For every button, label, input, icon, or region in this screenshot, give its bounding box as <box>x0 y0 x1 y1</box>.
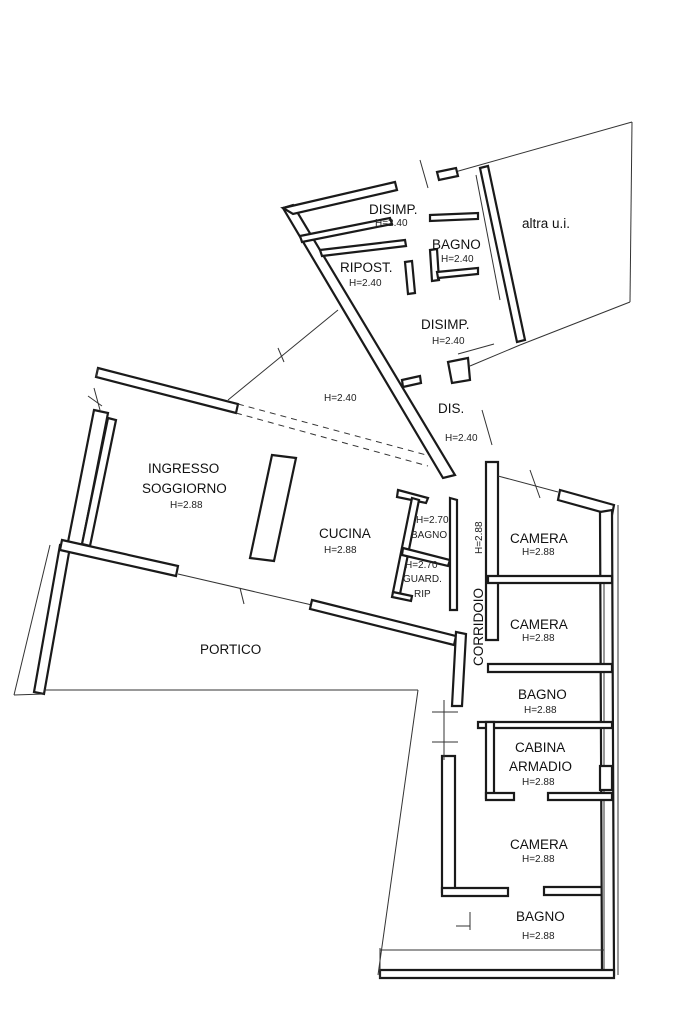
room-bagno2-label: BAGNO <box>518 687 567 702</box>
room-ingresso-height: H=2.88 <box>170 500 203 511</box>
room-guard-extra: RIP <box>414 589 431 600</box>
room-dis-height: H=2.40 <box>445 433 478 444</box>
room-labels: DISIMP. H=2.40 BAGNO H=2.40 altra u.i. R… <box>142 202 572 942</box>
room-camera3-height: H=2.88 <box>522 854 555 865</box>
upper-wing-outline <box>280 121 633 480</box>
room-disimp-top-height: H=2.40 <box>375 218 408 229</box>
room-camera2-height: H=2.88 <box>522 633 555 644</box>
room-guard-label: GUARD. <box>403 574 442 585</box>
room-soggiorno-label: SOGGIORNO <box>142 481 227 496</box>
room-cucina-label: CUCINA <box>319 526 371 541</box>
room-bagno2-height: H=2.88 <box>524 705 557 716</box>
room-bagno-small-label: BAGNO <box>411 530 447 541</box>
room-guard-height: H=2.70 <box>405 560 438 571</box>
portico-outline <box>44 587 419 976</box>
room-bagno-top-height: H=2.40 <box>441 254 474 265</box>
room-cucina-height: H=2.88 <box>324 545 357 556</box>
room-camera1-label: CAMERA <box>510 531 568 546</box>
room-cabina-height: H=2.88 <box>522 777 555 788</box>
room-armadio-label: ARMADIO <box>509 759 572 774</box>
room-dis-label: DIS. <box>438 401 464 416</box>
room-ripost-label: RIPOST. <box>340 260 393 275</box>
corridor-height: H=2.88 <box>474 521 485 554</box>
room-ripost-height: H=2.40 <box>349 278 382 289</box>
room-camera3-label: CAMERA <box>510 837 568 852</box>
room-disimp-mid-height: H=2.40 <box>432 336 465 347</box>
room-ingresso-label: INGRESSO <box>148 461 219 476</box>
room-camera2-label: CAMERA <box>510 617 568 632</box>
room-bagno3-label: BAGNO <box>516 909 565 924</box>
room-cabina-label: CABINA <box>515 740 565 755</box>
room-bagno-small-height: H=2.70 <box>416 515 449 526</box>
room-bagno3-height: H=2.88 <box>522 931 555 942</box>
main-house-walls <box>13 366 619 980</box>
room-bagno-top-label: BAGNO <box>432 237 481 252</box>
room-altra-ui-label: altra u.i. <box>522 216 570 231</box>
corridor-label: CORRIDOIO <box>471 588 486 666</box>
guide-lines <box>87 309 339 407</box>
room-disimp-top-label: DISIMP. <box>369 202 418 217</box>
open-area-height: H=2.40 <box>324 393 357 404</box>
room-camera1-height: H=2.88 <box>522 547 555 558</box>
portico-label: PORTICO <box>200 642 261 657</box>
room-disimp-mid-label: DISIMP. <box>421 317 470 332</box>
